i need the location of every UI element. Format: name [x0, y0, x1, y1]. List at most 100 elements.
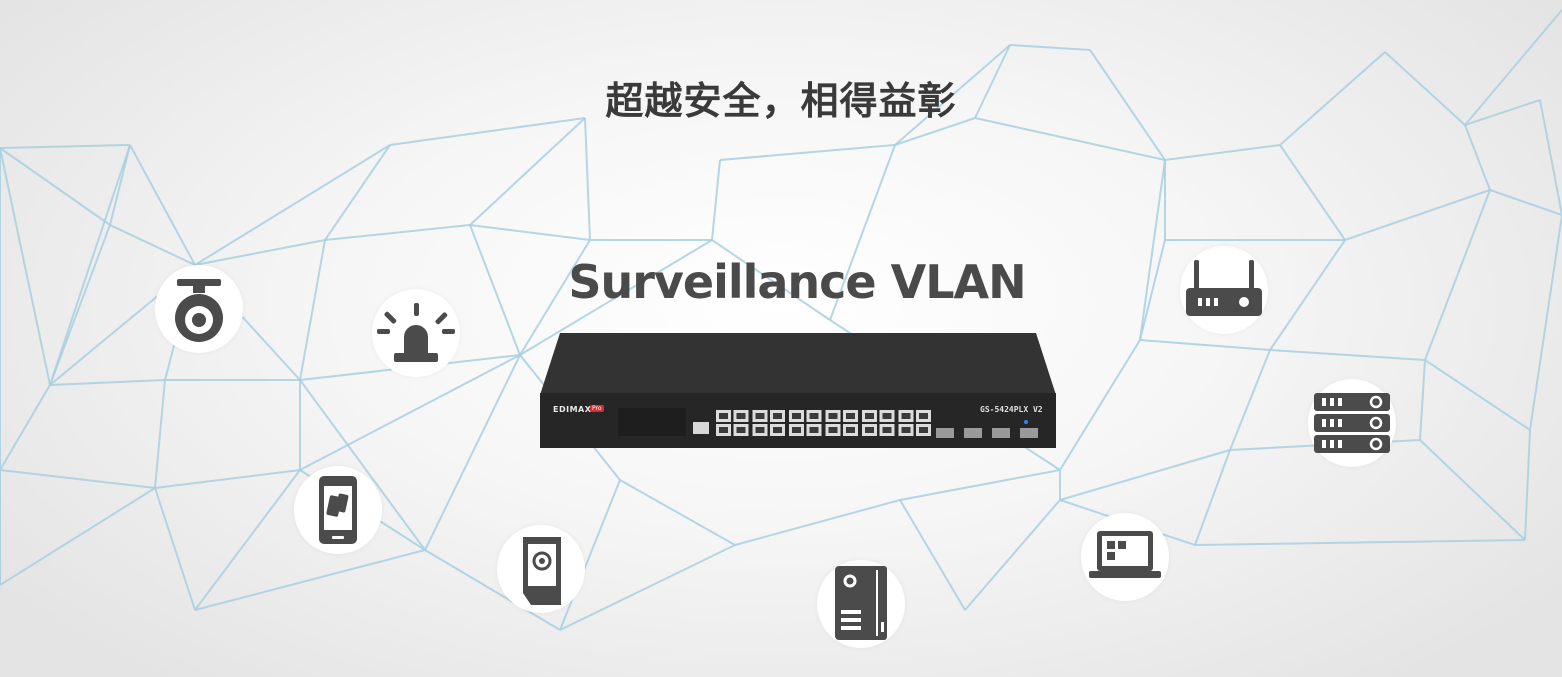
mesh-line — [469, 224, 591, 241]
mesh-line — [49, 379, 166, 386]
mesh-line — [519, 239, 713, 356]
mesh-line — [1139, 239, 1166, 341]
mesh-line — [1424, 189, 1491, 361]
rj45-port-socket — [719, 427, 728, 433]
mesh-line — [424, 549, 561, 631]
mesh-line — [49, 144, 131, 386]
mesh-line — [194, 239, 326, 266]
mesh-line — [194, 144, 391, 266]
surveillance-camera-icon — [155, 265, 243, 353]
mesh-line — [0, 147, 51, 386]
rj45-port-socket — [865, 427, 874, 433]
mesh-line — [154, 469, 301, 489]
mesh-line — [1344, 189, 1491, 241]
rj45-port-socket — [882, 427, 892, 433]
mesh-line — [1384, 51, 1466, 126]
mesh-line — [1059, 449, 1231, 501]
rj45-port-socket — [736, 413, 746, 419]
mesh-line — [894, 44, 1011, 146]
mesh-line — [829, 144, 896, 321]
switch-console-port — [693, 422, 709, 434]
mesh-line — [559, 479, 621, 631]
alarm-light-icon — [372, 289, 460, 377]
rj45-port-socket — [719, 413, 728, 419]
rj45-port-socket — [882, 413, 892, 419]
rj45-port-socket — [809, 427, 819, 433]
mesh-line — [299, 354, 521, 471]
mesh-line — [1529, 214, 1562, 431]
pc-tower-icon — [817, 560, 905, 648]
mesh-line — [1464, 124, 1491, 191]
mesh-line — [1539, 99, 1562, 216]
mesh-line — [1164, 144, 1281, 161]
mesh-line — [1419, 359, 1426, 441]
rj45-port-socket — [846, 427, 855, 433]
mesh-line — [899, 469, 1061, 501]
mesh-line — [559, 544, 736, 631]
rj45-port-socket — [901, 413, 911, 419]
mesh-line — [1464, 99, 1541, 126]
mesh-line — [1229, 349, 1271, 451]
mesh-line — [0, 487, 156, 586]
mesh-line — [899, 499, 966, 611]
rj45-port-socket — [792, 427, 801, 433]
sfp-port-group — [936, 428, 1038, 438]
rj45-port-socket — [792, 413, 801, 419]
mesh-line — [0, 147, 111, 226]
mesh-line — [734, 499, 901, 546]
rj45-port-socket — [773, 413, 782, 419]
mesh-line — [324, 144, 391, 241]
mesh-line — [1269, 239, 1346, 351]
mesh-line — [49, 224, 111, 386]
laptop-icon — [1081, 513, 1169, 601]
switch-status-led — [1024, 420, 1028, 424]
rj45-port-socket — [755, 427, 765, 433]
rj45-port-socket — [865, 413, 874, 419]
mesh-line — [519, 239, 591, 356]
sfp-port — [964, 428, 982, 438]
page-title-chinese: 超越安全，相得益彰 — [605, 79, 957, 123]
mesh-line — [1524, 429, 1531, 541]
mesh-line — [194, 549, 426, 611]
mesh-line — [894, 117, 976, 146]
mesh-line — [1489, 189, 1562, 216]
mesh-line — [324, 224, 471, 241]
mesh-line — [299, 379, 426, 551]
mesh-line — [719, 144, 896, 161]
smartphone-icon — [294, 466, 382, 554]
mesh-line — [0, 469, 156, 489]
mesh-line — [964, 499, 1061, 611]
email-tablet-icon — [497, 525, 585, 613]
mesh-line — [154, 487, 196, 611]
switch-brand-logo: EDIMAX — [553, 405, 592, 414]
mesh-line — [1419, 439, 1526, 541]
mesh-line — [974, 117, 1166, 161]
mesh-line — [299, 239, 326, 381]
network-switch — [540, 333, 1056, 448]
mesh-line — [711, 159, 721, 241]
mesh-line — [1139, 159, 1166, 341]
sfp-port — [992, 428, 1010, 438]
rj45-port-socket — [828, 413, 838, 419]
mesh-line — [109, 144, 131, 226]
server-rack-icon — [1308, 379, 1396, 467]
rj45-port-socket — [809, 413, 819, 419]
wireless-router-icon — [1180, 246, 1268, 334]
mesh-line — [974, 44, 1011, 119]
mesh-line — [1464, 9, 1562, 126]
mesh-line — [194, 469, 301, 611]
rj45-port-socket — [919, 427, 928, 433]
switch-top-surface — [540, 333, 1056, 395]
mesh-line — [1089, 49, 1166, 161]
rj45-port-socket — [828, 427, 838, 433]
page-title-english: Surveillance VLAN — [568, 255, 1026, 309]
switch-brand-badge: Pro — [590, 405, 604, 412]
mesh-line — [619, 479, 736, 546]
mesh-line — [0, 384, 51, 471]
mesh-line — [0, 144, 131, 149]
mesh-line — [1279, 51, 1386, 146]
mesh-line — [1194, 449, 1231, 546]
mesh-line — [109, 224, 196, 266]
mesh-line — [424, 354, 521, 551]
mesh-line — [584, 117, 591, 241]
